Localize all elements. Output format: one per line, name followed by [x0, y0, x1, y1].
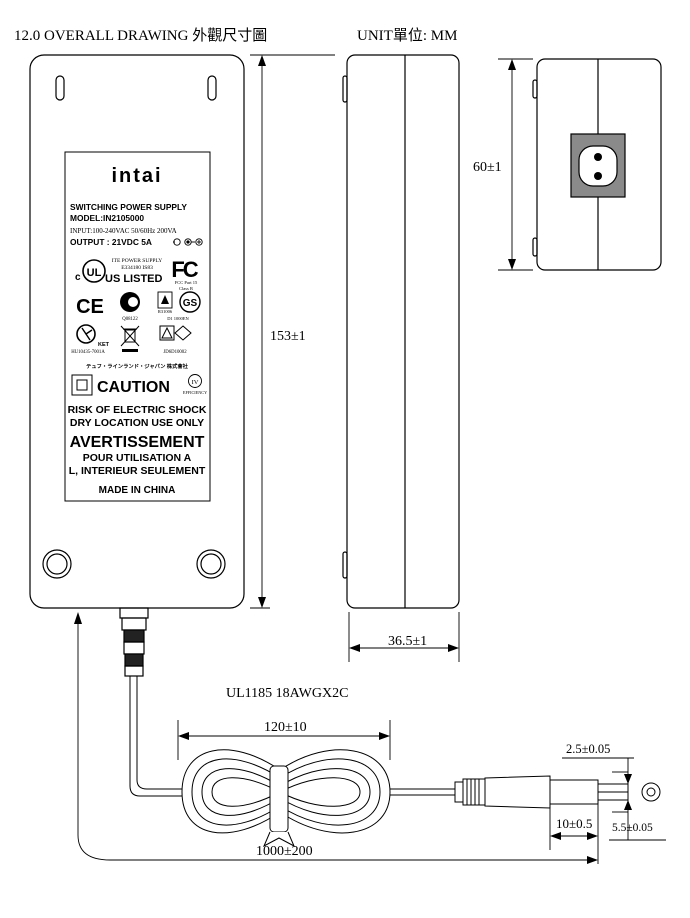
adapter-body-front — [29, 54, 245, 609]
ul-top-text: ITE POWER SUPPLY — [112, 258, 163, 264]
dc-plug — [454, 775, 629, 809]
interieur-text: L, INTERIEUR SEULEMENT — [69, 465, 206, 477]
inner-dia-value: 2.5±0.05 — [566, 742, 610, 756]
risk-text: RISK OF ELECTRIC SHOCK — [68, 404, 207, 416]
side-tab-bottom — [342, 551, 348, 579]
width-dimension: 60±1 — [473, 58, 533, 271]
length-value: 153±1 — [270, 329, 306, 344]
foot-right — [196, 549, 226, 579]
outer-dia-value: 5.5±0.05 — [612, 822, 653, 834]
ac-inlet-icon — [570, 133, 626, 198]
plug-length-value: 10±0.5 — [556, 816, 592, 831]
pse-code: JD6D10002 — [163, 350, 187, 355]
jp-line: テュフ・ラインランド・ジャパン 株式會社 — [86, 362, 189, 370]
svg-text:FC: FC — [171, 257, 198, 282]
plug-end-view — [641, 782, 661, 802]
unit-label: UNIT單位: MM — [357, 27, 457, 44]
inner-dia-dimension: 2.5±0.05 — [562, 742, 634, 784]
bsmi-code: R31006 — [158, 309, 173, 314]
bsmi-mark-icon: R31006 — [157, 291, 173, 314]
pour-text: POUR UTILISATION A — [83, 452, 192, 464]
coil-dimension: 120±10 — [177, 720, 391, 760]
side-tab-top — [342, 75, 348, 103]
thickness-value: 36.5±1 — [388, 634, 427, 649]
efficiency-level: IV — [192, 379, 199, 386]
made-in-text: MADE IN CHINA — [99, 485, 176, 496]
ul-code-text: E334180 IS83 — [121, 265, 153, 271]
kc-mark-icon: KET HU10435-7001A — [71, 324, 110, 355]
rating-label: intai SWITCHING POWER SUPPLY MODEL:IN210… — [64, 151, 211, 502]
coil-value: 120±10 — [264, 720, 307, 735]
cable-tie-tail — [262, 831, 296, 848]
label-product: SWITCHING POWER SUPPLY — [70, 202, 187, 212]
top-slot-left — [55, 75, 65, 101]
end-tab-top — [532, 79, 538, 99]
pse-mark-icon: JD6D10002 — [159, 325, 192, 355]
fcc-note: FCC Part 15 — [175, 280, 198, 285]
ul-listed-icon: UL c — [75, 259, 106, 283]
ccc-mark-icon: Q08122 — [120, 292, 140, 322]
kc-mark: KET — [98, 342, 110, 348]
gs-mark-icon: GS D1 1000EN — [167, 291, 201, 321]
avertissement-text: AVERTISSEMENT — [70, 434, 205, 451]
fcc-class: Class B — [179, 286, 193, 291]
foot-left — [42, 549, 72, 579]
svg-text:CE: CE — [76, 296, 104, 318]
label-model: MODEL:IN2105000 — [70, 213, 144, 223]
side-view — [342, 54, 460, 609]
fcc-icon: FC FCC Part 15 Class B — [171, 257, 200, 291]
outer-dia-dimension: 5.5±0.05 — [609, 800, 666, 841]
thickness-dimension: 36.5±1 — [348, 612, 460, 662]
cable-tie — [269, 765, 289, 833]
gs-code: D1 1000EN — [167, 316, 189, 321]
strain-relief — [119, 607, 149, 677]
efficiency-text: EFFICIENCY — [183, 390, 207, 395]
cable-length-value: 1000±200 — [256, 844, 313, 859]
weee-bin-icon — [120, 325, 140, 352]
width-value: 60±1 — [473, 160, 502, 175]
cable-spec: UL1185 18AWGX2C — [226, 686, 348, 701]
label-border — [64, 151, 211, 502]
front-view: intai SWITCHING POWER SUPPLY MODEL:IN210… — [29, 54, 245, 677]
dry-text: DRY LOCATION USE ONLY — [70, 417, 204, 429]
ul-listed-text: US LISTED — [105, 273, 163, 285]
drawing-title: 12.0 OVERALL DRAWING 外觀尺寸圖 — [14, 27, 267, 44]
cable-upper — [129, 676, 182, 797]
ce-mark-icon: CE — [76, 296, 104, 318]
length-dimension: 153±1 — [250, 54, 335, 609]
caution-text: CAUTION — [97, 379, 170, 396]
svg-text:GS: GS — [183, 298, 198, 309]
cable-coil — [181, 749, 391, 848]
top-slot-right — [207, 75, 217, 101]
kc-code: HU10435-7001A — [71, 350, 105, 355]
adapter-body-end — [536, 58, 662, 271]
label-input: INPUT:100-240VAC 50/60Hz 200VA — [70, 227, 177, 235]
cable-upper-2 — [136, 676, 182, 790]
adapter-body-side — [346, 54, 460, 609]
polarity-icon — [173, 238, 203, 246]
end-view — [532, 58, 662, 271]
efficiency-mark-icon: IV EFFICIENCY — [183, 374, 207, 395]
plug-length-dimension: 10±0.5 — [549, 804, 599, 864]
ccc-code: Q08122 — [122, 317, 138, 322]
brand-logo: intai — [111, 165, 162, 187]
svg-text:UL: UL — [87, 267, 102, 279]
svg-text:c: c — [75, 272, 81, 283]
label-output: OUTPUT : 21VDC 5A — [70, 237, 152, 247]
double-insulation-icon — [71, 374, 93, 396]
end-tab-bottom — [532, 237, 538, 257]
cable-length-dimension: 1000±200 — [74, 612, 598, 864]
